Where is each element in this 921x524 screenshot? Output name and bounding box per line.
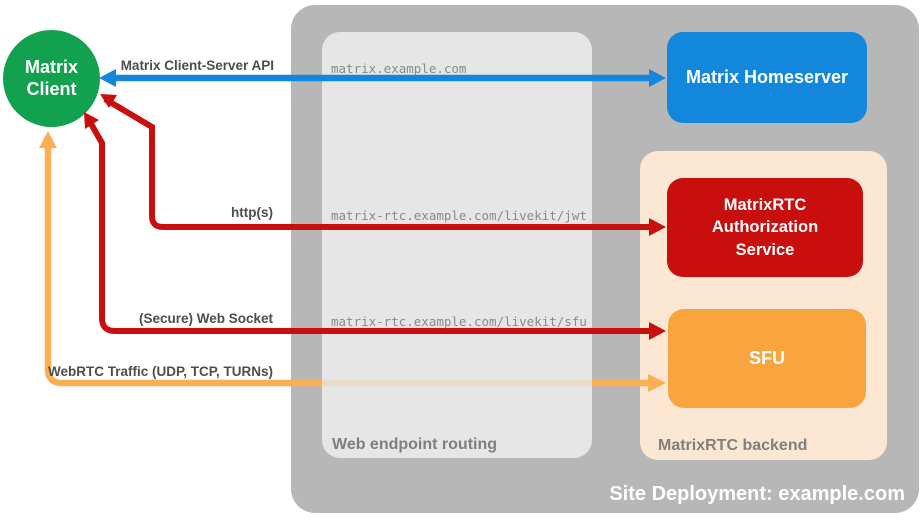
client-server-api-label: Matrix Client-Server API [120,58,274,73]
sfu-label: SFU [749,348,785,368]
matrix-client-node: Matrix Client [3,30,100,127]
https-label: http(s) [231,205,273,220]
matrix-homeserver-label: Matrix Homeserver [685,67,849,87]
matrixrtc-backend-label: MatrixRTC backend [658,437,808,454]
route-matrix-example-com: matrix.example.com [331,61,467,76]
matrix-client-label: Matrix Client [24,56,78,99]
matrixrtc-auth-service-label: MatrixRTC Authorization Service [711,196,819,259]
matrixrtc-auth-service-node: MatrixRTC Authorization Service [667,178,863,277]
web-endpoint-routing-box [322,32,592,458]
route-livekit-sfu: matrix-rtc.example.com/livekit/sfu [331,314,587,329]
sfu-node: SFU [668,309,866,408]
websocket-label: (Secure) Web Socket [138,311,273,326]
site-deployment-label: Site Deployment: example.com [609,483,905,505]
matrix-homeserver-node: Matrix Homeserver [667,32,867,123]
web-endpoint-routing-label: Web endpoint routing [332,436,498,453]
route-livekit-jwt: matrix-rtc.example.com/livekit/jwt [331,208,587,223]
webrtc-traffic-label: WebRTC Traffic (UDP, TCP, TURNs) [47,364,273,379]
